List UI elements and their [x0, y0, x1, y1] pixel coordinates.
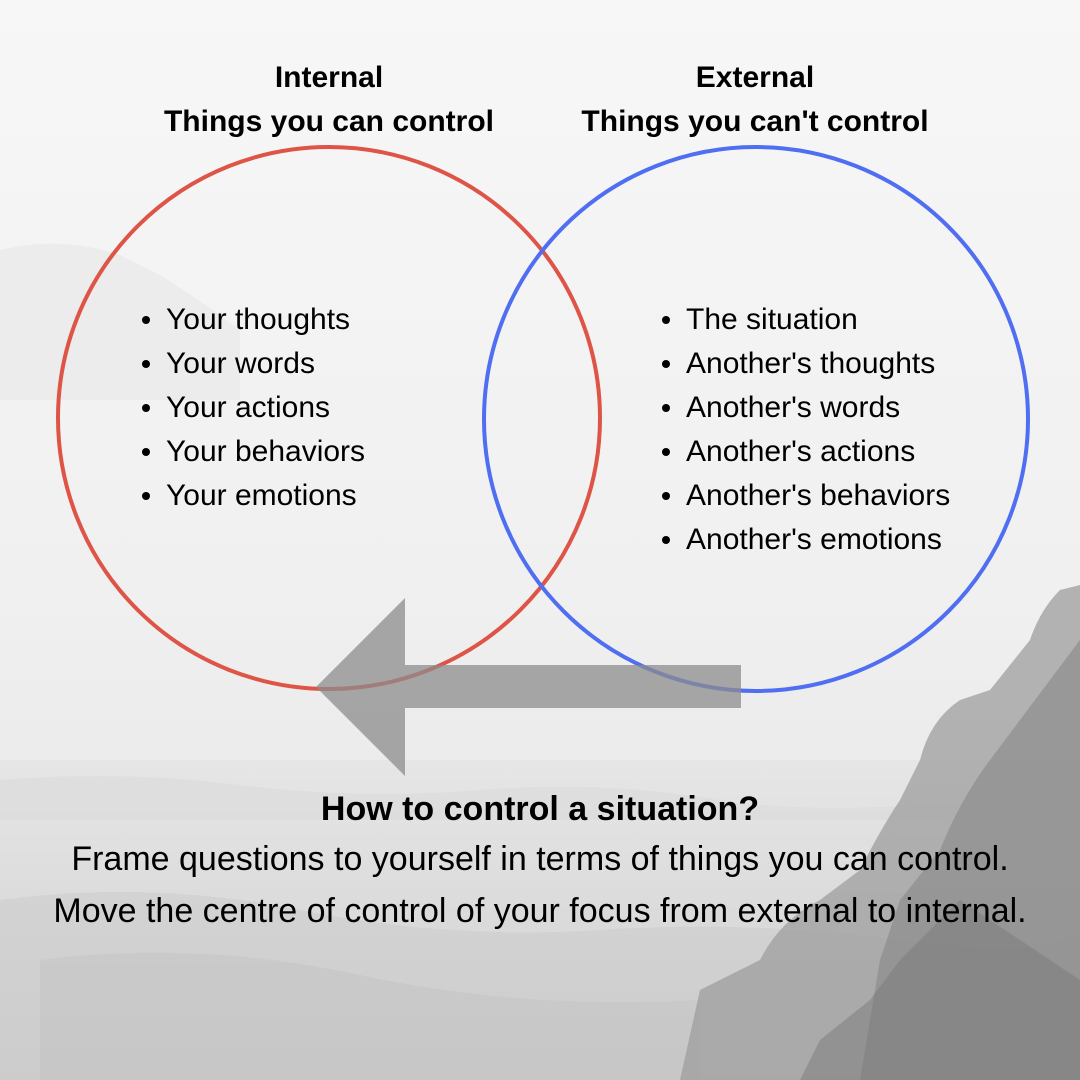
footer: How to control a situation? Frame questi… [0, 785, 1080, 937]
footer-line-2: Move the centre of control of your focus… [53, 892, 1027, 930]
list-item: Another's behaviors [658, 474, 950, 518]
list-item: Your behaviors [138, 430, 365, 474]
footer-line-1: Frame questions to yourself in terms of … [71, 840, 1009, 878]
internal-heading: Internal Things you can control [129, 56, 529, 144]
list-item: Your emotions [138, 474, 365, 518]
list-item: Another's actions [658, 430, 950, 474]
list-item: Another's emotions [658, 518, 950, 562]
list-item: Your thoughts [138, 298, 365, 342]
external-title: External [695, 61, 815, 94]
list-item: Your actions [138, 386, 365, 430]
external-heading: External Things you can't control [555, 56, 955, 144]
internal-subtitle: Things you can control [163, 105, 494, 138]
internal-title: Internal [274, 61, 384, 94]
external-items-list: The situation Another's thoughts Another… [658, 298, 950, 562]
list-item: Your words [138, 342, 365, 386]
external-circle [482, 145, 1030, 693]
internal-items-list: Your thoughts Your words Your actions Yo… [138, 298, 365, 518]
left-arrow [316, 598, 741, 776]
list-item: Another's words [658, 386, 950, 430]
footer-title: How to control a situation? [320, 790, 760, 828]
external-subtitle: Things you can't control [581, 105, 929, 138]
list-item: The situation [658, 298, 950, 342]
list-item: Another's thoughts [658, 342, 950, 386]
